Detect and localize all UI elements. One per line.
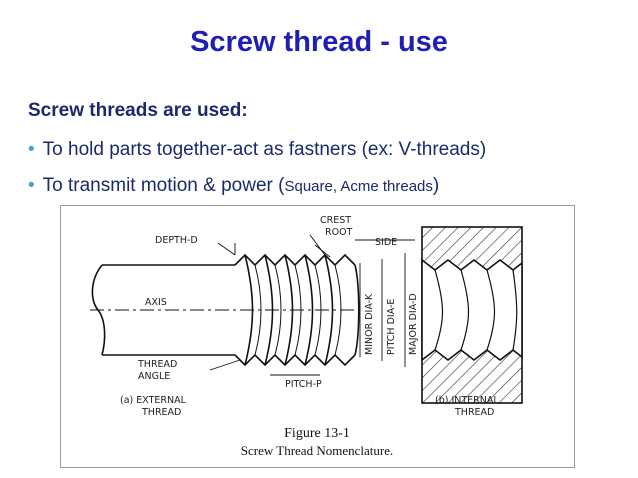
bullet-text: To hold parts together-act as fastners (… bbox=[42, 139, 487, 160]
label-crest: CREST bbox=[320, 215, 351, 226]
bullet-icon: • bbox=[28, 139, 35, 160]
label-axis: AXIS bbox=[145, 297, 167, 308]
figure-caption-title: Screw Thread Nomenclature. bbox=[241, 443, 393, 458]
figure-caption-number: Figure 13-1 bbox=[284, 426, 350, 441]
subheading: Screw threads are used: bbox=[28, 100, 248, 121]
label-external-1: (a) EXTERNAL bbox=[120, 395, 187, 406]
bullet-item: • To hold parts together-act as fastners … bbox=[28, 139, 486, 161]
label-internal-2: THREAD bbox=[454, 407, 494, 418]
slide-title: Screw thread - use bbox=[190, 26, 448, 58]
label-depth: DEPTH-D bbox=[155, 235, 198, 246]
bullet-icon: • bbox=[28, 175, 35, 196]
label-side: SIDE bbox=[375, 237, 397, 248]
external-shaft bbox=[90, 253, 360, 367]
bullet-text-small: Square, Acme threads bbox=[284, 178, 433, 195]
screw-thread-diagram: CREST ROOT SIDE DEPTH-D AXIS THREAD ANGL… bbox=[60, 205, 575, 468]
label-thread-angle-2: ANGLE bbox=[138, 371, 170, 382]
dimension-lines bbox=[209, 234, 415, 376]
label-internal-1: (b) INTERNAL bbox=[435, 395, 499, 406]
bullet-text-end: ) bbox=[432, 175, 440, 196]
label-root: ROOT bbox=[325, 227, 353, 238]
internal-thread-block bbox=[421, 226, 523, 404]
label-major-dia: MAJOR DIA-D bbox=[408, 293, 419, 355]
bullet-text: To transmit motion & power ( bbox=[42, 175, 285, 196]
label-thread-angle-1: THREAD bbox=[137, 359, 177, 370]
label-pitch: PITCH-P bbox=[285, 379, 322, 390]
bullet-item: • To transmit motion & power (Square, Acm… bbox=[28, 175, 439, 197]
label-minor-dia: MINOR DIA-K bbox=[364, 293, 375, 355]
label-pitch-dia: PITCH DIA-E bbox=[386, 299, 397, 355]
label-external-2: THREAD bbox=[141, 407, 181, 418]
